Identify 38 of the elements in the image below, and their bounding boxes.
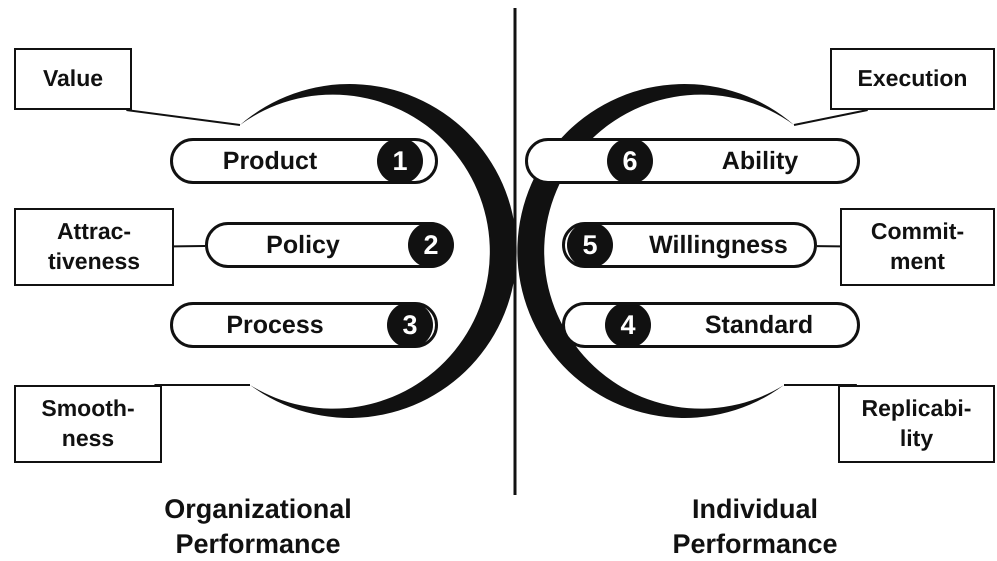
group-caption: Individual Performance bbox=[671, 493, 839, 561]
leader-line bbox=[174, 245, 206, 248]
leader-line bbox=[794, 109, 868, 126]
pill-shape bbox=[525, 138, 860, 184]
leader-line bbox=[817, 245, 840, 248]
pill-text: Standard bbox=[704, 310, 814, 340]
leader-line bbox=[126, 109, 240, 126]
term-text: Replicabi- lity bbox=[860, 394, 972, 453]
term-box bbox=[830, 48, 995, 110]
pill-shape bbox=[170, 302, 438, 348]
pill-shape bbox=[205, 222, 453, 268]
term-box bbox=[14, 48, 132, 110]
term-text: Commit- ment bbox=[870, 217, 966, 276]
pill-text: Willingness bbox=[649, 230, 788, 260]
pill-text: Process bbox=[226, 310, 324, 340]
group-caption: Organizational Performance bbox=[163, 493, 353, 561]
term-text: Execution bbox=[858, 64, 968, 94]
pill-shape bbox=[170, 138, 438, 184]
number-badge: 4 bbox=[605, 302, 651, 348]
term-box bbox=[14, 208, 174, 286]
number-badge: 3 bbox=[387, 302, 433, 348]
leader-line bbox=[154, 384, 250, 386]
term-box bbox=[840, 208, 995, 286]
pill-text: Ability bbox=[722, 146, 798, 176]
pill-text: Policy bbox=[266, 230, 340, 260]
term-box bbox=[838, 385, 995, 463]
pill-shape bbox=[562, 222, 817, 268]
term-box bbox=[14, 385, 162, 463]
pill-text: Product bbox=[222, 146, 318, 176]
leader-line bbox=[784, 384, 857, 386]
number-badge: 1 bbox=[377, 138, 423, 184]
number-badge: 5 bbox=[567, 222, 613, 268]
term-text: Smooth- ness bbox=[40, 394, 136, 453]
number-badge: 2 bbox=[408, 222, 454, 268]
term-text: Value bbox=[42, 64, 104, 94]
number-badge: 6 bbox=[607, 138, 653, 184]
term-text: Attrac- tiveness bbox=[46, 217, 142, 276]
pill-shape bbox=[562, 302, 860, 348]
